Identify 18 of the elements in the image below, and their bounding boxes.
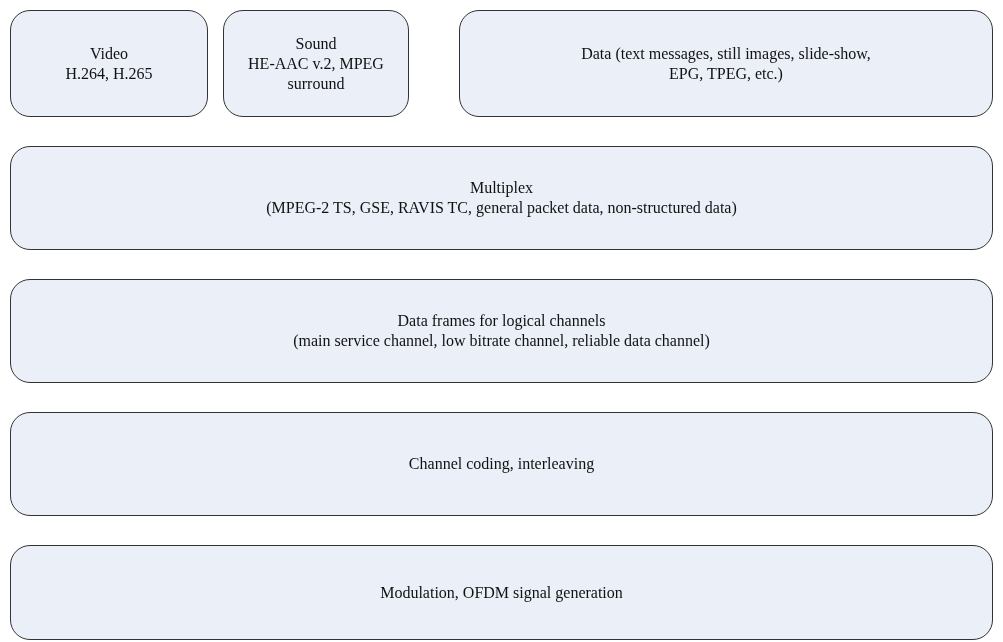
layer-text: Channel coding, interleaving [408, 454, 595, 474]
layer-heading: Data frames for logical channels [397, 311, 606, 331]
layer-text: (main service channel, low bitrate channel, reliable data channel) [293, 331, 710, 351]
layer-heading: Multiplex [469, 178, 534, 198]
layer-box [223, 10, 409, 117]
layer-box [10, 279, 993, 383]
layer-text: Data (text messages, still images, slide-show, EPG, TPEG, etc.) [580, 43, 872, 84]
layer-text: Modulation, OFDM signal generation [380, 582, 623, 603]
layer-box [10, 146, 993, 250]
layer-box [10, 545, 993, 640]
layer-text: (MPEG-2 TS, GSE, RAVIS TC, general packet data, non-structured data) [266, 198, 737, 218]
layer-box [10, 412, 993, 516]
layer-text: H.264, H.265 [65, 63, 153, 84]
layer-text: HE-AAC v.2, MPEG surround [247, 53, 385, 94]
layer-box [459, 10, 993, 117]
layer-heading: Sound [295, 33, 337, 54]
layer-heading: Video [89, 43, 129, 64]
layer-box [10, 10, 208, 117]
